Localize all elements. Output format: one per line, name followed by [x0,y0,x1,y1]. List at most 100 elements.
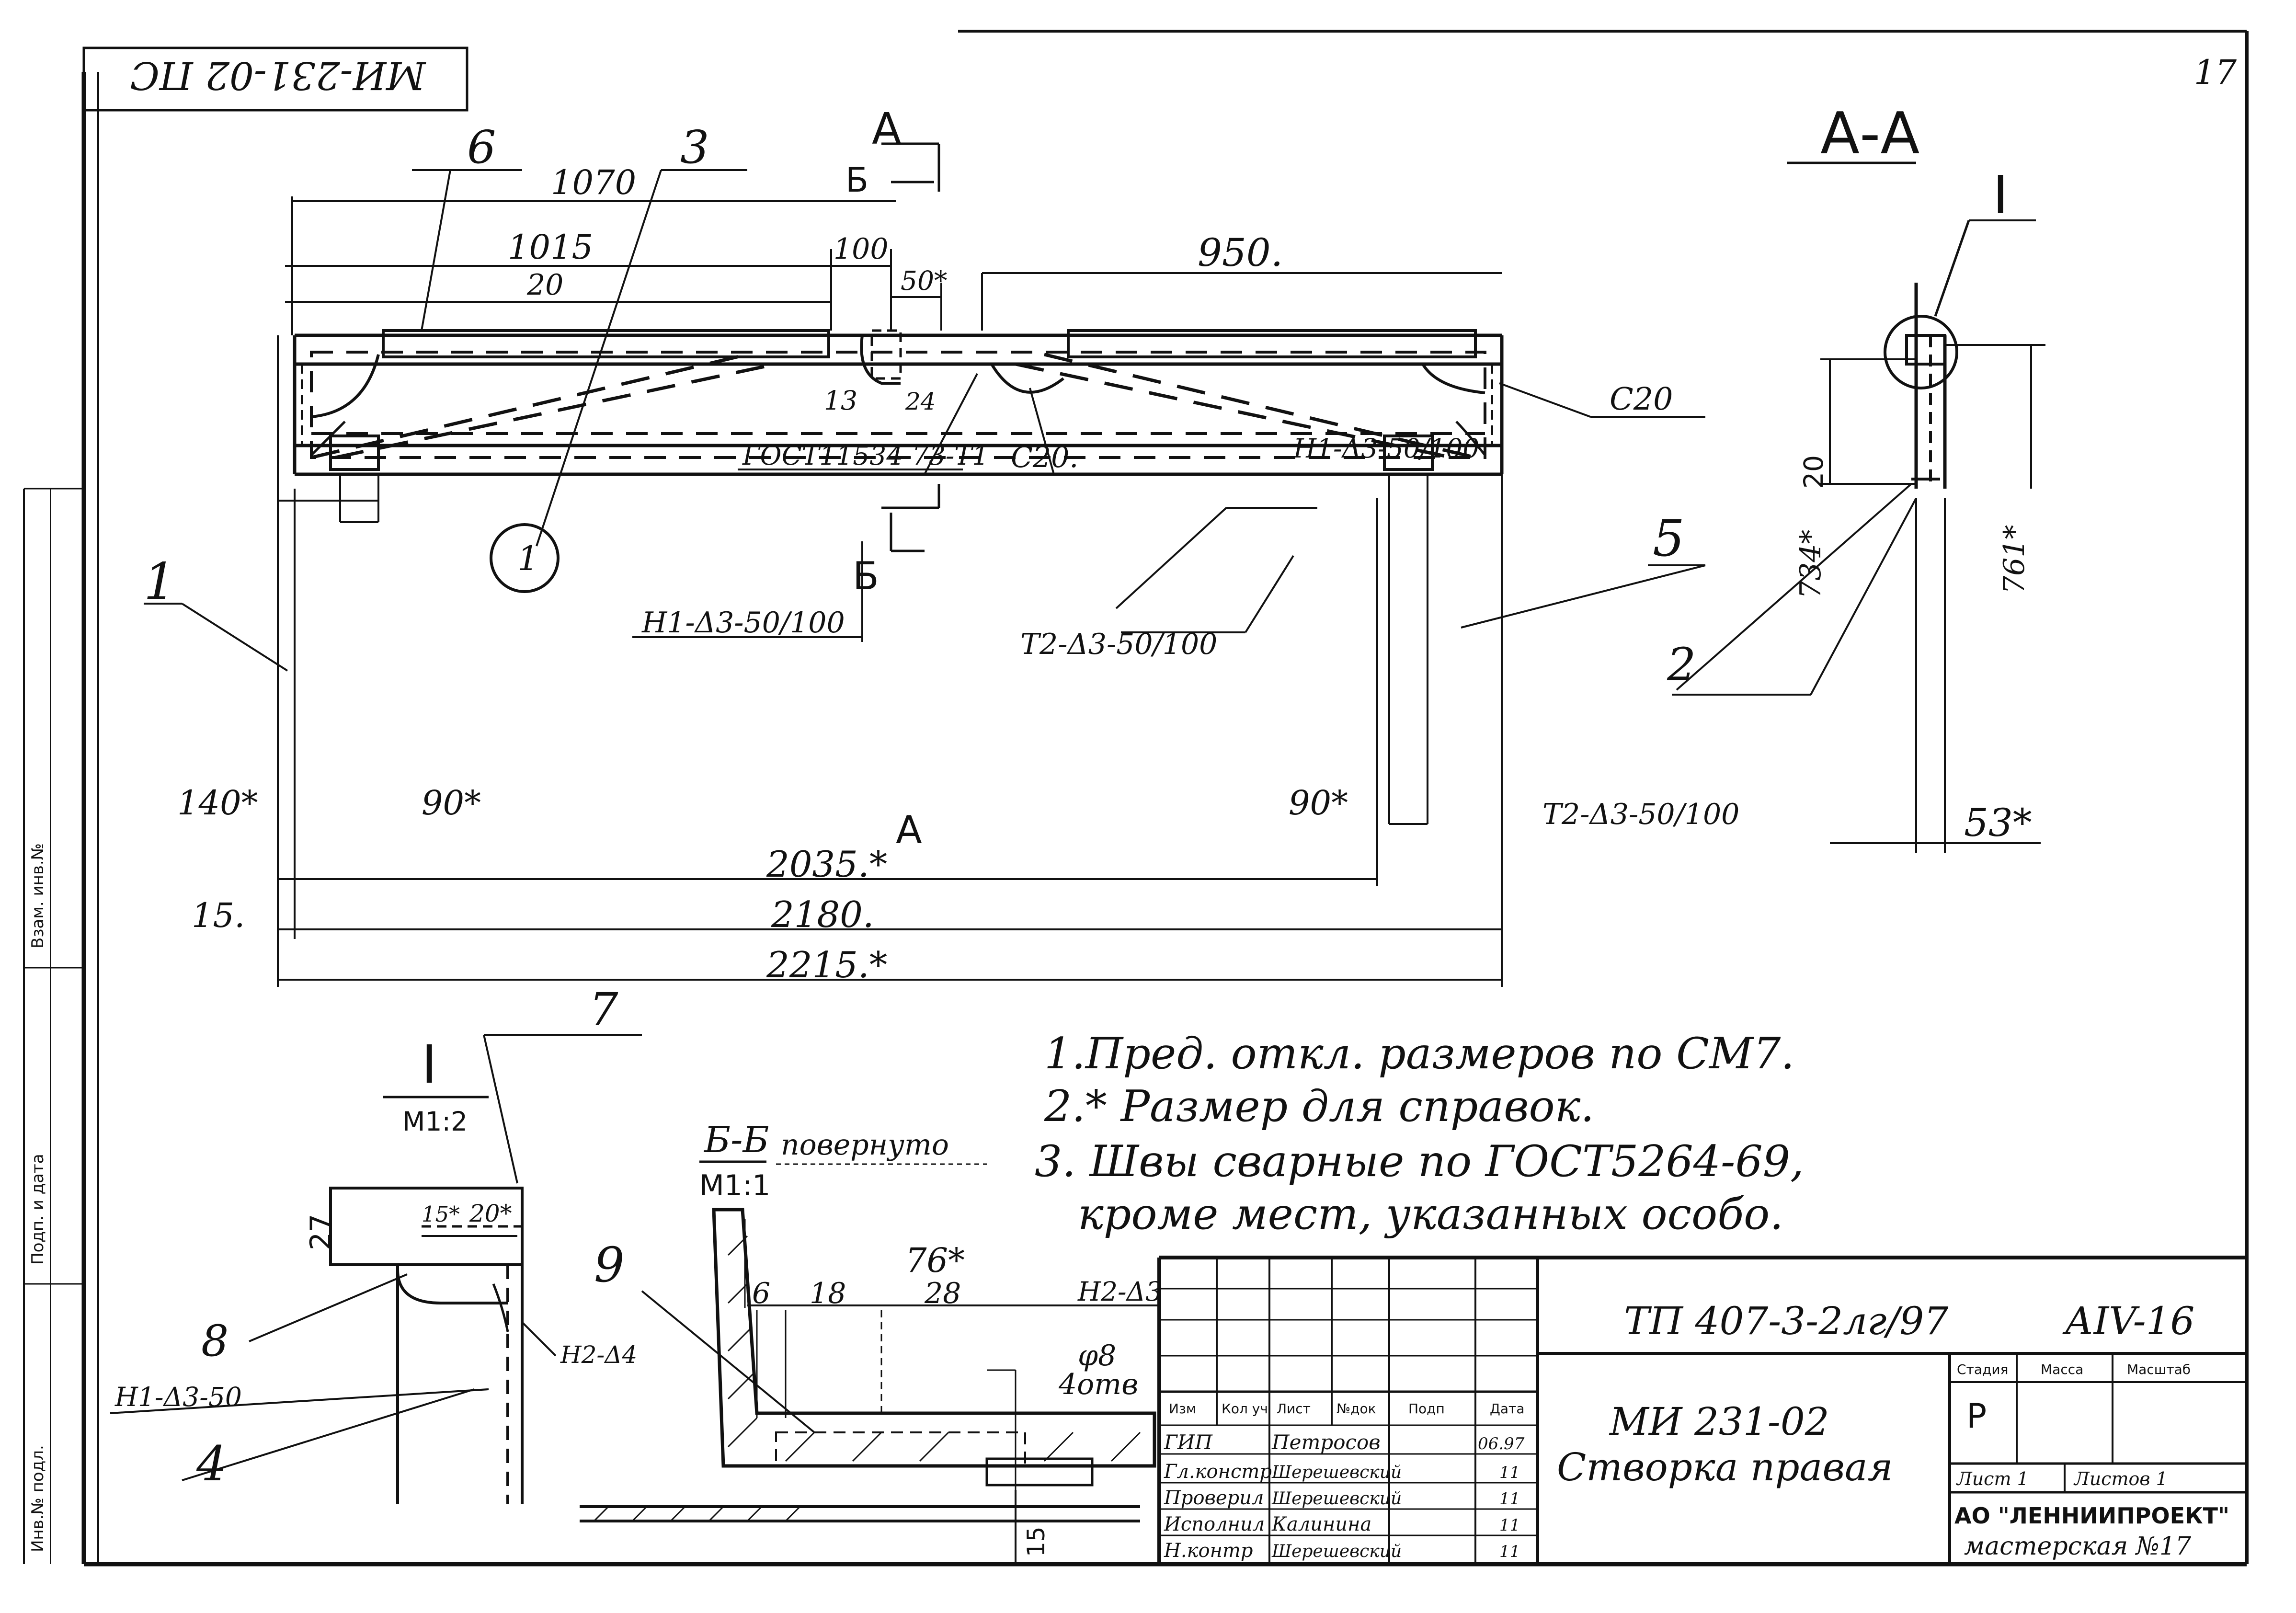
detail-i [110,1034,642,1504]
dim-761: 761* [1998,525,2031,594]
callout-8: 8 [201,1316,228,1366]
tb-date-4: 11 [1499,1542,1520,1561]
tb-col-ndok: №док [1336,1401,1376,1417]
tb-date-1: 11 [1499,1463,1520,1482]
gost-label: ГОСТ11534-73-Т1 [742,440,989,471]
note-1: 1.Пред. откл. размеров по СМ7. [1044,1029,1794,1079]
dim-13: 13 [824,385,857,416]
title-block [1157,1256,2247,1564]
callout-4: 4 [196,1436,227,1492]
tb-workshop: мастерская №17 [1964,1532,2192,1561]
dim-15: 15. [192,896,245,935]
dim-24: 24 [905,388,936,415]
weld-c20-right: С20 [1610,381,1673,417]
section-bb-title: Б-Б [703,1119,769,1161]
top-stamp: МИ-231-02 ПС [130,53,427,98]
callout-3: 3 [680,121,709,174]
tb-role-1: Гл.констр [1164,1461,1272,1483]
dim-15-i: 15* [422,1201,460,1227]
tb-col-podp: Подп [1408,1401,1445,1417]
dim-1070: 1070 [551,163,636,202]
tb-sheets-label: Листов 1 [2073,1468,2168,1489]
section-aa-title: А-А [1820,101,1919,167]
weld-t2-aa: Т2-Δ3-50/100 [1542,798,1739,831]
dim-2215: 2215.* [766,944,887,986]
dim-1015: 1015 [508,228,593,267]
weld-h1-i: Н1-Δ3-50 [114,1382,242,1412]
section-bb-scale: М1:1 [699,1169,770,1202]
section-bb [580,1160,1159,1562]
main-view-labels: 6 3 1 5 А Б Б А 1 1070 1015 100 20 50* 9… [144,104,1685,986]
tb-stage-value: Р [1966,1396,1987,1436]
dim-53: 53* [1964,801,2032,845]
dim-90b: 90* [1289,783,1348,823]
dim-734: 734* [1794,529,1828,599]
dim-140: 140* [177,783,258,823]
tb-col-izm: Изм [1169,1401,1196,1417]
tb-stage-label: Стадия [1957,1361,2008,1377]
detail-i-labels: I М1:2 7 27 15* 20* 8 Н1-Δ3-50 Н2-Δ4 4 [114,984,637,1492]
tb-name-0: Петросов [1271,1430,1381,1454]
tb-sheet-code: АIV-16 [2062,1299,2194,1343]
dim-27: 27 [304,1214,338,1250]
dim-50: 50* [901,265,948,296]
detail-circle-i [1884,315,1958,389]
top-stamp-text: МИ-231-02 ПС [130,53,427,98]
strip-label-3: Взам. инв.№ [28,843,47,949]
main-view-dimensions [144,142,1706,987]
weld-t2: Т2-Δ3-50/100 [1020,628,1217,661]
section-mark-b-mid: Б [853,554,879,598]
callout-2: 2 [1667,639,1696,691]
tb-project: ТП 407-3-2лг/97 [1624,1299,1948,1343]
dim-20-i: 20* [469,1200,512,1227]
callout-1: 1 [144,552,176,611]
dim-28: 28 [924,1277,961,1310]
callout-6: 6 [467,121,496,174]
detail-circle-1 [490,523,560,593]
sheet-frame [23,30,2249,1567]
dim-20: 20 [526,268,563,302]
strip-label-2: Подп. и дата [28,1154,47,1265]
section-aa [1672,161,2045,853]
detail-i-title: I [422,1034,437,1095]
tb-col-kol: Кол уч [1222,1401,1268,1417]
weld-h2-i: Н2-Δ4 [560,1341,637,1369]
tb-name-4: Шерешевский [1271,1542,1402,1561]
dim-20-aa: 20 [1798,455,1829,489]
notes: 1.Пред. откл. размеров по СМ7. 2.* Разме… [1035,1029,1804,1239]
dim-6: 6 [752,1277,770,1310]
tb-date-3: 11 [1499,1516,1520,1535]
tb-role-4: Н.контр [1164,1540,1253,1562]
tb-name-1: Шерешевский [1271,1463,1402,1482]
callout-9: 9 [594,1237,625,1293]
tb-mass-label: Масса [2041,1361,2083,1377]
tb-scale-label: Масштаб [2127,1361,2191,1377]
section-mark-a-top: А [872,104,902,154]
main-view [293,329,1504,824]
tb-role-2: Проверил [1164,1487,1264,1509]
section-bb-labels: Б-Б повернуто М1:1 9 76* 6 18 28 Н2-Δ3 φ… [594,1119,1162,1557]
weld-bottom: Н1-Δ3-50/100 [641,606,845,640]
callout-i: I [1993,164,2008,226]
note-3: 3. Швы сварные по ГОСТ5264-69, [1035,1136,1804,1187]
tb-doc-name: Створка правая [1557,1445,1893,1489]
left-strip-labels: Инв.№ подл. Подп. и дата Взам. инв.№ [28,843,47,1552]
tb-doc-code: МИ 231-02 [1609,1399,1829,1444]
weld-diag: Н1-Δ3-50/100 [1293,433,1479,464]
tb-role-3: Исполнил [1164,1513,1265,1535]
dim-18: 18 [810,1277,846,1310]
section-mark-b-top: Б [845,160,868,200]
detail-i-scale: М1:2 [402,1106,468,1137]
hole-count: 4отв [1058,1368,1138,1401]
brace-marker: 1 [517,539,539,578]
tb-date-0: 06.97 [1478,1434,1525,1453]
note-2: 2.* Размер для справок. [1044,1081,1594,1132]
title-block-text: Изм Кол уч Лист №док Подп Дата ГИП Петро… [1164,1299,2229,1562]
tb-col-list: Лист [1277,1401,1311,1417]
callout-5: 5 [1653,509,1685,568]
tb-date-2: 11 [1499,1489,1520,1509]
strip-label-1: Инв.№ подл. [28,1445,47,1552]
tb-col-date: Дата [1490,1401,1525,1417]
tb-sheet-label: Лист 1 [1956,1468,2029,1489]
